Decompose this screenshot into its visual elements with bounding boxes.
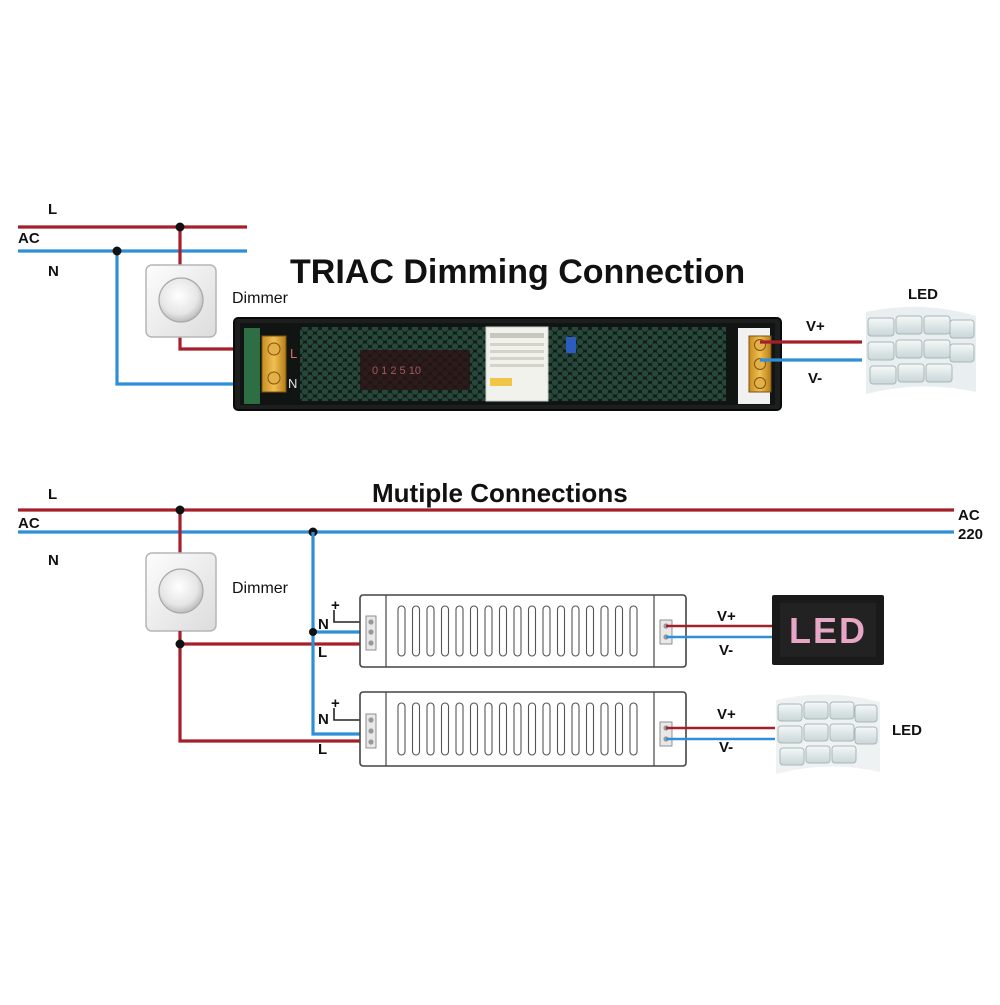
top-dimmer-label: Dimmer xyxy=(232,290,289,307)
vent-slot xyxy=(571,702,580,756)
vent-slot xyxy=(556,605,566,657)
vent-slot xyxy=(629,605,638,657)
driver2-n-label: N xyxy=(318,711,329,728)
vent-slot xyxy=(600,605,609,657)
top-neutral-to-driver xyxy=(115,251,262,386)
driver1-n-label: N xyxy=(318,616,329,633)
vent-slot xyxy=(527,702,537,756)
top-ac-label: AC xyxy=(18,230,40,247)
vent-slot xyxy=(629,702,638,756)
top-vminus-label: V- xyxy=(808,370,822,387)
vent-slot xyxy=(614,702,624,756)
vent-slot xyxy=(484,605,493,657)
vent-slot xyxy=(411,605,421,657)
top-section: L AC N TRIAC Dimming Connection Dimmer 0… xyxy=(18,201,976,411)
vent-slot xyxy=(397,605,406,657)
dimmer-knob-icon[interactable] xyxy=(158,277,204,323)
top-terminal-l-label: L xyxy=(290,346,297,361)
driver1-l-label: L xyxy=(318,644,327,661)
vent-slot xyxy=(585,605,595,657)
led-sign-display: LED xyxy=(772,595,884,665)
driver1-plus-label: + xyxy=(331,597,340,614)
driver1-vminus-label: V- xyxy=(719,642,733,659)
bottom-led-modules xyxy=(776,694,880,774)
driver2-vminus-label: V- xyxy=(719,739,733,756)
top-live-junction xyxy=(175,222,185,232)
vent-slot xyxy=(556,702,566,756)
bottom-l-label: L xyxy=(48,486,57,503)
vent-slot xyxy=(585,702,595,756)
vent-slot xyxy=(397,702,406,756)
bottom-dimmer-label: Dimmer xyxy=(232,580,289,597)
bottom-title: Mutiple Connections xyxy=(372,478,628,508)
bottom-n-label: N xyxy=(48,552,59,569)
vent-slot xyxy=(498,605,508,657)
bottom-dimmer-switch[interactable] xyxy=(145,552,217,632)
bottom-voltage-label: 220 xyxy=(958,526,983,543)
bottom-neutral-to-driver2 xyxy=(311,632,372,736)
top-vplus-label: V+ xyxy=(806,318,825,335)
top-led-modules xyxy=(866,306,976,394)
driver1-vplus-label: V+ xyxy=(717,608,736,625)
top-led-label: LED xyxy=(908,286,938,303)
vent-slot xyxy=(600,702,609,756)
driver2-l-label: L xyxy=(318,741,327,758)
driver2-vplus-label: V+ xyxy=(717,706,736,723)
vent-slot xyxy=(542,702,551,756)
vent-slot xyxy=(498,702,508,756)
vent-slot xyxy=(426,605,435,657)
vent-slot xyxy=(455,605,464,657)
vent-slot xyxy=(455,702,464,756)
vent-slot xyxy=(614,605,624,657)
top-driver-unit: 0 1 2 5 10 L N xyxy=(233,317,782,411)
bottom-dimmed-live-junction xyxy=(175,639,185,649)
top-dimmer-switch[interactable] xyxy=(145,264,217,338)
bottom-ac-right-label: AC xyxy=(958,507,980,524)
top-terminal-n-label: N xyxy=(288,376,297,391)
vent-slot xyxy=(484,702,493,756)
bottom-live-junction xyxy=(175,505,185,515)
vent-slot xyxy=(513,702,522,756)
svg-text:0 1 2 5 10: 0 1 2 5 10 xyxy=(372,365,421,377)
driver2-led-label: LED xyxy=(892,722,922,739)
vent-slot xyxy=(527,605,537,657)
vent-slot xyxy=(426,702,435,756)
bottom-dimmed-live-to-driver2 xyxy=(178,644,372,743)
driver2-unit xyxy=(359,691,687,767)
top-neutral-junction xyxy=(112,246,122,256)
vent-slot xyxy=(440,605,450,657)
bottom-ac-label: AC xyxy=(18,515,40,532)
vent-slot xyxy=(513,605,522,657)
top-l-label: L xyxy=(48,201,57,218)
driver1-unit xyxy=(359,594,687,668)
vent-slot xyxy=(469,605,479,657)
bottom-neutral-junction-2 xyxy=(309,628,317,636)
top-title: TRIAC Dimming Connection xyxy=(290,253,745,291)
led-sign-text: LED xyxy=(789,610,867,651)
vent-slot xyxy=(542,605,551,657)
vent-slot xyxy=(469,702,479,756)
dimmer-knob-icon[interactable] xyxy=(158,568,204,614)
vent-slot xyxy=(411,702,421,756)
vent-slot xyxy=(571,605,580,657)
top-n-label: N xyxy=(48,263,59,280)
vent-slot xyxy=(440,702,450,756)
bottom-section: L AC N Mutiple Connections AC 220 Dimmer… xyxy=(18,478,983,774)
driver2-plus-label: + xyxy=(331,695,340,712)
